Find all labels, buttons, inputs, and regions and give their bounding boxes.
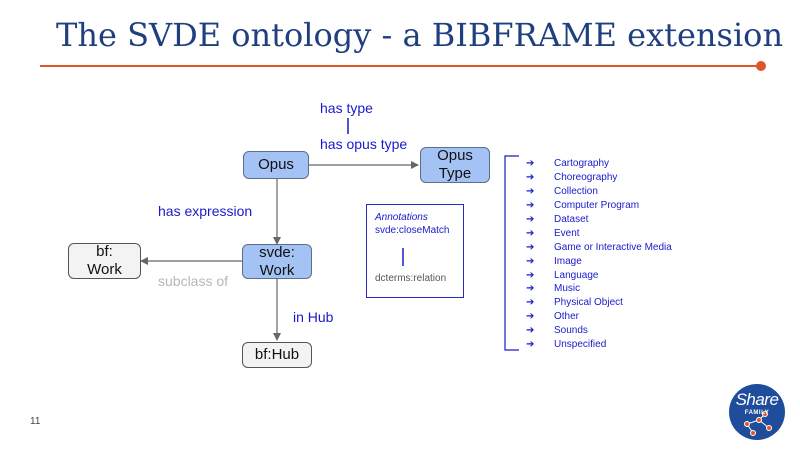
arrow-right-icon: ➔ (526, 200, 535, 212)
arrow-right-icon: ➔ (526, 158, 535, 170)
list-item: ➔Image (526, 255, 582, 267)
arrow-right-icon: ➔ (526, 227, 535, 239)
slide-number: 11 (30, 416, 41, 427)
list-item: ➔Music (526, 283, 581, 295)
node-opus-type: Opus Type (420, 147, 490, 183)
node-bf-hub: bf:Hub (242, 342, 312, 368)
list-item: ➔Physical Object (526, 297, 623, 309)
arrow-right-icon: ➔ (526, 297, 535, 309)
annotation-close-match: svde:closeMatch (375, 225, 450, 236)
label-in-hub: in Hub (293, 309, 334, 325)
node-bf-work: bf: Work (68, 243, 141, 279)
node-svde-work-label: svde: Work (259, 243, 295, 279)
label-subclass-of: subclass of (158, 273, 229, 289)
arrow-right-icon: ➔ (526, 241, 535, 253)
arrow-right-icon: ➔ (526, 255, 535, 267)
list-item: ➔Cartography (526, 158, 610, 170)
list-item: ➔Dataset (526, 214, 589, 225)
list-item: ➔Choreography (526, 172, 618, 184)
logo-share-text: Share (735, 390, 779, 409)
annotation-relation: dcterms:relation (375, 273, 447, 284)
node-bf-hub-label: bf:Hub (254, 346, 300, 363)
node-opus-label: Opus (258, 156, 294, 173)
slide-title: The SVDE ontology - a BIBFRAME extension (56, 16, 784, 54)
annotations-title: Annotations (375, 212, 428, 223)
list-item: ➔Unspecified (526, 339, 607, 351)
list-item: ➔Game or Interactive Media (526, 241, 672, 253)
title-divider-dot (756, 61, 766, 71)
arrow-right-icon: ➔ (526, 311, 535, 323)
label-has-type: has type (320, 100, 373, 116)
list-item: ➔Event (526, 227, 580, 239)
arrow-right-icon: ➔ (526, 172, 535, 184)
title-divider (40, 65, 760, 67)
list-item: ➔Language (526, 269, 599, 281)
list-item: ➔Sounds (526, 325, 588, 337)
arrow-right-icon: ➔ (526, 283, 535, 295)
list-item: ➔Collection (526, 186, 598, 198)
logo-family-text: FAMILY (744, 410, 770, 416)
node-bf-work-label: bf: Work (87, 243, 122, 278)
opus-type-bracket (504, 155, 519, 351)
network-graph-icon (744, 411, 772, 436)
node-svde-work: svde: Work (242, 244, 312, 279)
arrow-right-icon: ➔ (526, 325, 535, 337)
node-opus-type-label: Opus Type (437, 147, 473, 182)
list-item: ➔Computer Program (526, 200, 640, 212)
label-has-opus-type: has opus type (320, 136, 408, 152)
arrow-right-icon: ➔ (526, 269, 535, 281)
arrow-right-icon: ➔ (526, 186, 535, 198)
annotations-box: Annotations svde:closeMatch dcterms:rela… (366, 204, 464, 298)
opus-type-list: ➔Cartography ➔Choreography ➔Collection ➔… (526, 157, 672, 351)
arrow-right-icon: ➔ (526, 214, 535, 225)
node-opus: Opus (243, 151, 309, 179)
list-item: ➔Other (526, 311, 580, 323)
arrow-right-icon: ➔ (526, 339, 535, 351)
label-has-expression: has expression (158, 203, 253, 219)
share-family-logo: Share FAMILY (729, 384, 785, 440)
